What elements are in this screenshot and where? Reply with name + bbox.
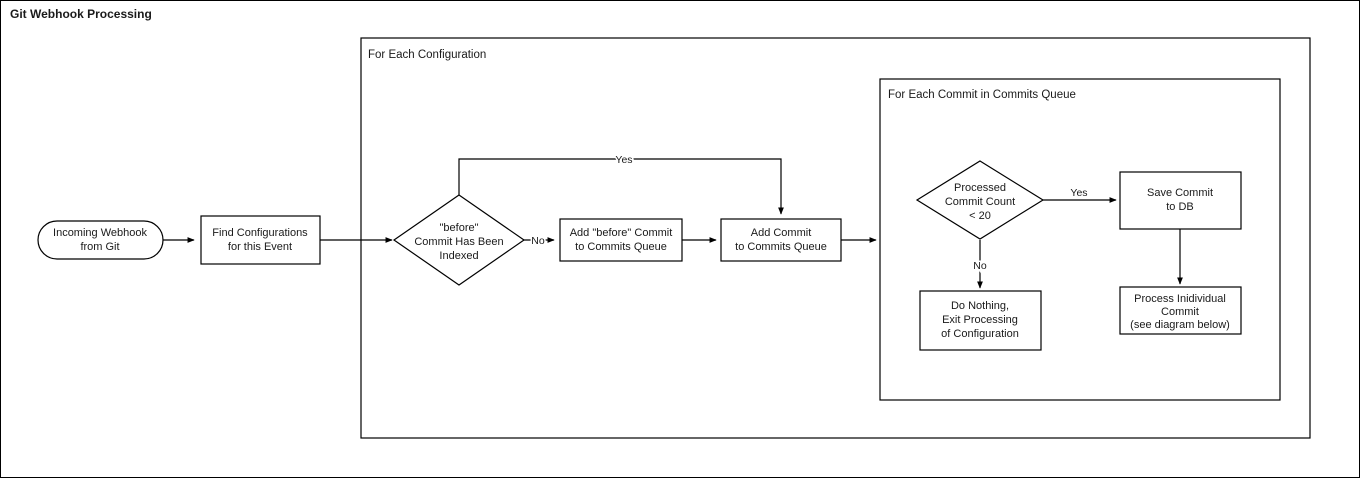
- group-for-each-commit: [879, 78, 1281, 401]
- node-processed-commit-count[interactable]: Processed Commit Count < 20: [915, 160, 1045, 240]
- node-before-commit-indexed-line3: Indexed: [439, 250, 478, 262]
- group-label-for-each-commit: For Each Commit in Commits Queue: [888, 89, 1076, 101]
- node-save-commit-to-db[interactable]: Save Commit to DB: [1119, 171, 1242, 230]
- group-label-for-each-configuration: For Each Configuration: [368, 49, 486, 61]
- node-before-commit-indexed-shape: [392, 194, 526, 286]
- node-save-commit-to-db-shape: [1119, 171, 1242, 230]
- node-find-configurations-shape: [200, 215, 321, 265]
- edge-label-commit-count-yes: Yes: [1070, 187, 1087, 199]
- page-title: Git Webhook Processing: [10, 7, 152, 21]
- node-process-individual-commit[interactable]: Process Inidividual Commit (see diagram …: [1119, 286, 1242, 335]
- node-incoming-webhook-line2: from Git: [80, 241, 119, 253]
- node-do-nothing-exit-line1: Do Nothing,: [951, 300, 1009, 312]
- node-processed-commit-count-line1: Processed: [954, 182, 1006, 194]
- node-before-commit-indexed-line1: "before": [440, 222, 479, 234]
- node-before-commit-indexed-line2: Commit Has Been: [414, 236, 503, 248]
- node-processed-commit-count-line2: Commit Count: [945, 196, 1015, 208]
- node-do-nothing-exit-shape: [919, 290, 1042, 351]
- node-do-nothing-exit[interactable]: Do Nothing, Exit Processing of Configura…: [919, 290, 1042, 351]
- node-processed-commit-count-line3: < 20: [969, 210, 991, 222]
- node-process-individual-commit-line3: (see diagram below): [1130, 319, 1230, 331]
- edge-before-indexed-yes-to-add-commit: [458, 158, 784, 215]
- node-process-individual-commit-shape: [1119, 286, 1242, 335]
- node-incoming-webhook[interactable]: Incoming Webhook from Git: [37, 220, 164, 260]
- edge-label-commit-count-no: No: [973, 260, 987, 272]
- node-incoming-webhook-line1: Incoming Webhook: [53, 227, 147, 239]
- node-add-before-commit[interactable]: Add "before" Commit to Commits Queue: [559, 218, 683, 262]
- node-do-nothing-exit-line2: Exit Processing: [942, 314, 1018, 326]
- node-add-commit-line1: Add Commit: [751, 227, 812, 239]
- node-add-commit-shape: [720, 218, 842, 262]
- node-incoming-webhook-shape: [37, 220, 164, 260]
- edge-label-before-indexed-no: No: [531, 235, 545, 247]
- node-add-commit[interactable]: Add Commit to Commits Queue: [720, 218, 842, 262]
- edge-label-before-indexed-yes: Yes: [615, 154, 632, 166]
- node-save-commit-to-db-line2: to DB: [1166, 201, 1194, 213]
- node-add-before-commit-line2: to Commits Queue: [575, 241, 667, 253]
- node-process-individual-commit-line1: Process Inidividual: [1134, 293, 1226, 305]
- node-do-nothing-exit-line3: of Configuration: [941, 328, 1019, 340]
- node-find-configurations-line2: for this Event: [228, 241, 292, 253]
- node-before-commit-indexed[interactable]: "before" Commit Has Been Indexed: [392, 194, 526, 286]
- node-find-configurations-line1: Find Configurations: [212, 227, 308, 239]
- node-save-commit-to-db-line1: Save Commit: [1147, 187, 1213, 199]
- node-processed-commit-count-shape: [915, 160, 1045, 240]
- node-process-individual-commit-line2: Commit: [1161, 306, 1199, 318]
- node-add-before-commit-shape: [559, 218, 683, 262]
- node-add-before-commit-line1: Add "before" Commit: [570, 227, 673, 239]
- node-add-commit-line2: to Commits Queue: [735, 241, 827, 253]
- node-find-configurations[interactable]: Find Configurations for this Event: [200, 215, 321, 265]
- group-for-each-configuration: [360, 37, 1311, 439]
